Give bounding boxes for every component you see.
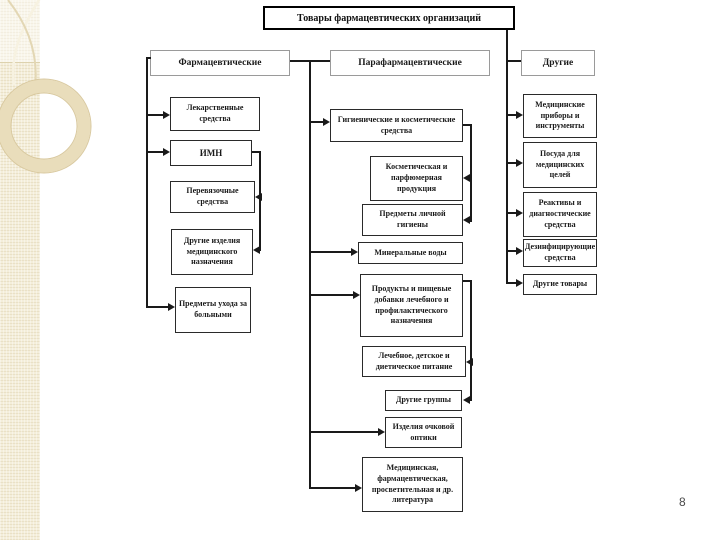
- node-medical-devices-imn: ИМН: [170, 140, 252, 166]
- arrowhead-icon: [463, 396, 470, 404]
- connector-line: [147, 151, 164, 153]
- connector-line: [507, 162, 517, 164]
- node-reagents-diagnostics: Реактивы и диагностические средства: [523, 192, 597, 237]
- node-patient-care-items: Предметы ухода за больными: [175, 287, 251, 333]
- arrowhead-icon: [516, 111, 523, 119]
- slide-page-number: 8: [679, 495, 686, 509]
- group-header-parapharmaceutical: Парафармацевтические: [330, 50, 490, 76]
- connector-line: [310, 121, 324, 123]
- node-dietary-nutrition: Лечебное, детское и диетическое питание: [362, 346, 466, 377]
- arrowhead-icon: [466, 358, 473, 366]
- connector-line: [310, 294, 354, 296]
- connector-line: [146, 57, 148, 308]
- node-other-medical-products: Другие изделия медицинского назначения: [171, 229, 253, 275]
- connector-line: [259, 151, 261, 251]
- arrowhead-icon: [163, 148, 170, 156]
- node-medical-glassware: Посуда для медицинских целей: [523, 142, 597, 188]
- arrowhead-icon: [353, 291, 360, 299]
- node-mineral-waters: Минеральные воды: [358, 242, 463, 264]
- arrowhead-icon: [163, 111, 170, 119]
- connector-line: [147, 114, 164, 116]
- connector-line: [309, 60, 311, 489]
- connector-line: [507, 282, 517, 284]
- root-node-title: Товары фармацевтических организаций: [263, 6, 515, 30]
- node-disinfectants: Дезинфицирующие средства: [523, 239, 597, 267]
- connector-line: [310, 487, 356, 489]
- connector-line: [252, 151, 260, 153]
- connector-line: [507, 250, 517, 252]
- node-other-product-groups: Другие группы: [385, 390, 462, 411]
- node-personal-hygiene-items: Предметы личной гигиены: [362, 204, 463, 236]
- node-food-products-supplements: Продукты и пищевые добавки лечебного и п…: [360, 274, 463, 337]
- connector-line: [463, 280, 472, 282]
- arrowhead-icon: [516, 209, 523, 217]
- connector-line: [507, 212, 517, 214]
- connector-line: [310, 251, 352, 253]
- node-dressing-materials: Перевязочные средства: [170, 181, 255, 213]
- connector-line: [506, 60, 521, 62]
- connector-line: [146, 57, 151, 59]
- node-medicinal-products: Лекарственные средства: [170, 97, 260, 131]
- arrowhead-icon: [168, 303, 175, 311]
- arrowhead-icon: [378, 428, 385, 436]
- arrowhead-icon: [463, 216, 470, 224]
- connector-line: [507, 114, 517, 116]
- group-header-other: Другие: [521, 50, 595, 76]
- node-other-goods: Другие товары: [523, 274, 597, 295]
- node-hygienic-cosmetic-products: Гигиенические и косметические средства: [330, 109, 463, 142]
- node-cosmetics-perfumery: Косметическая и парфюмерная продукция: [370, 156, 463, 201]
- connector-line: [463, 124, 472, 126]
- node-medical-instruments: Медицинские приборы и инструменты: [523, 94, 597, 138]
- circle-ornament: [0, 0, 92, 174]
- node-medical-literature: Медицинская, фармацевтическая, просветит…: [362, 457, 463, 512]
- connector-line: [506, 30, 508, 284]
- arrowhead-icon: [516, 159, 523, 167]
- node-eyeglass-optics: Изделия очковой оптики: [385, 417, 462, 448]
- connector-line: [310, 431, 379, 433]
- arrowhead-icon: [323, 118, 330, 126]
- connector-line: [147, 306, 169, 308]
- arrowhead-icon: [463, 174, 470, 182]
- arrowhead-icon: [516, 279, 523, 287]
- connector-line: [470, 280, 472, 401]
- arrowhead-icon: [516, 247, 523, 255]
- arrowhead-icon: [355, 484, 362, 492]
- arrowhead-icon: [253, 246, 260, 254]
- group-header-pharmaceutical: Фармацевтические: [150, 50, 290, 76]
- arrowhead-icon: [351, 248, 358, 256]
- connector-line: [470, 124, 472, 222]
- arrowhead-icon: [255, 193, 262, 201]
